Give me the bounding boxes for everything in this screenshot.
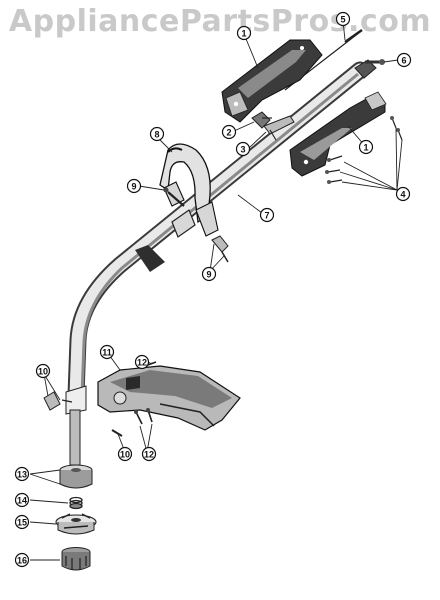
svg-text:9: 9 bbox=[131, 182, 136, 192]
svg-text:12: 12 bbox=[137, 358, 147, 368]
debris-shield bbox=[97, 365, 241, 431]
trigger-lockout bbox=[263, 115, 295, 141]
ignition-wire bbox=[365, 59, 385, 65]
callout-2: 2 bbox=[221, 124, 237, 140]
svg-text:14: 14 bbox=[17, 496, 27, 506]
svg-text:11: 11 bbox=[102, 348, 112, 358]
svg-text:8: 8 bbox=[154, 130, 159, 140]
svg-text:1: 1 bbox=[363, 143, 368, 153]
callout-1-right: 1 bbox=[358, 139, 374, 155]
callout-14: 14 bbox=[14, 492, 30, 508]
svg-text:16: 16 bbox=[17, 556, 27, 566]
callout-12-lower: 12 bbox=[141, 446, 157, 462]
callout-5: 5 bbox=[335, 11, 351, 27]
handle-screws bbox=[325, 116, 403, 184]
callout-9-lower: 9 bbox=[201, 266, 217, 282]
callout-9-upper: 9 bbox=[126, 178, 142, 194]
handle-bolts bbox=[163, 187, 229, 263]
callout-15: 15 bbox=[14, 514, 30, 530]
trimmer-spool bbox=[55, 513, 97, 535]
callouts: 1 1 2 3 4 5 6 bbox=[14, 11, 412, 568]
throttle-trigger bbox=[251, 111, 272, 129]
svg-text:12: 12 bbox=[144, 450, 154, 460]
svg-text:4: 4 bbox=[400, 190, 405, 200]
callout-4: 4 bbox=[395, 186, 411, 202]
spool-spring bbox=[69, 496, 83, 510]
watermark-text: AppliancePartsPros.com bbox=[8, 4, 432, 39]
spool-housing bbox=[61, 547, 91, 571]
main-shaft bbox=[67, 59, 377, 404]
svg-text:7: 7 bbox=[264, 211, 269, 221]
svg-text:9: 9 bbox=[206, 270, 211, 280]
callout-3: 3 bbox=[235, 141, 251, 157]
callout-16: 16 bbox=[14, 552, 30, 568]
callout-8: 8 bbox=[149, 126, 165, 142]
callout-1-top: 1 bbox=[236, 25, 252, 41]
svg-text:6: 6 bbox=[401, 56, 406, 66]
svg-text:10: 10 bbox=[38, 367, 48, 377]
callout-10-left: 10 bbox=[35, 363, 51, 379]
svg-text:2: 2 bbox=[226, 128, 231, 138]
callout-6: 6 bbox=[396, 52, 412, 68]
svg-text:1: 1 bbox=[241, 29, 246, 39]
callout-7: 7 bbox=[259, 207, 275, 223]
svg-text:10: 10 bbox=[120, 450, 130, 460]
spool-outer-cap bbox=[59, 464, 93, 489]
callout-10-center: 10 bbox=[117, 446, 133, 462]
assist-handle bbox=[159, 143, 219, 237]
svg-text:5: 5 bbox=[340, 15, 345, 25]
svg-text:3: 3 bbox=[240, 145, 245, 155]
lower-handle-half bbox=[289, 91, 387, 177]
callout-12-upper: 12 bbox=[134, 354, 150, 370]
svg-text:13: 13 bbox=[17, 470, 27, 480]
upper-handle-half bbox=[221, 39, 323, 123]
callout-13: 13 bbox=[14, 466, 30, 482]
svg-text:15: 15 bbox=[17, 518, 27, 528]
callout-11: 11 bbox=[99, 344, 115, 360]
